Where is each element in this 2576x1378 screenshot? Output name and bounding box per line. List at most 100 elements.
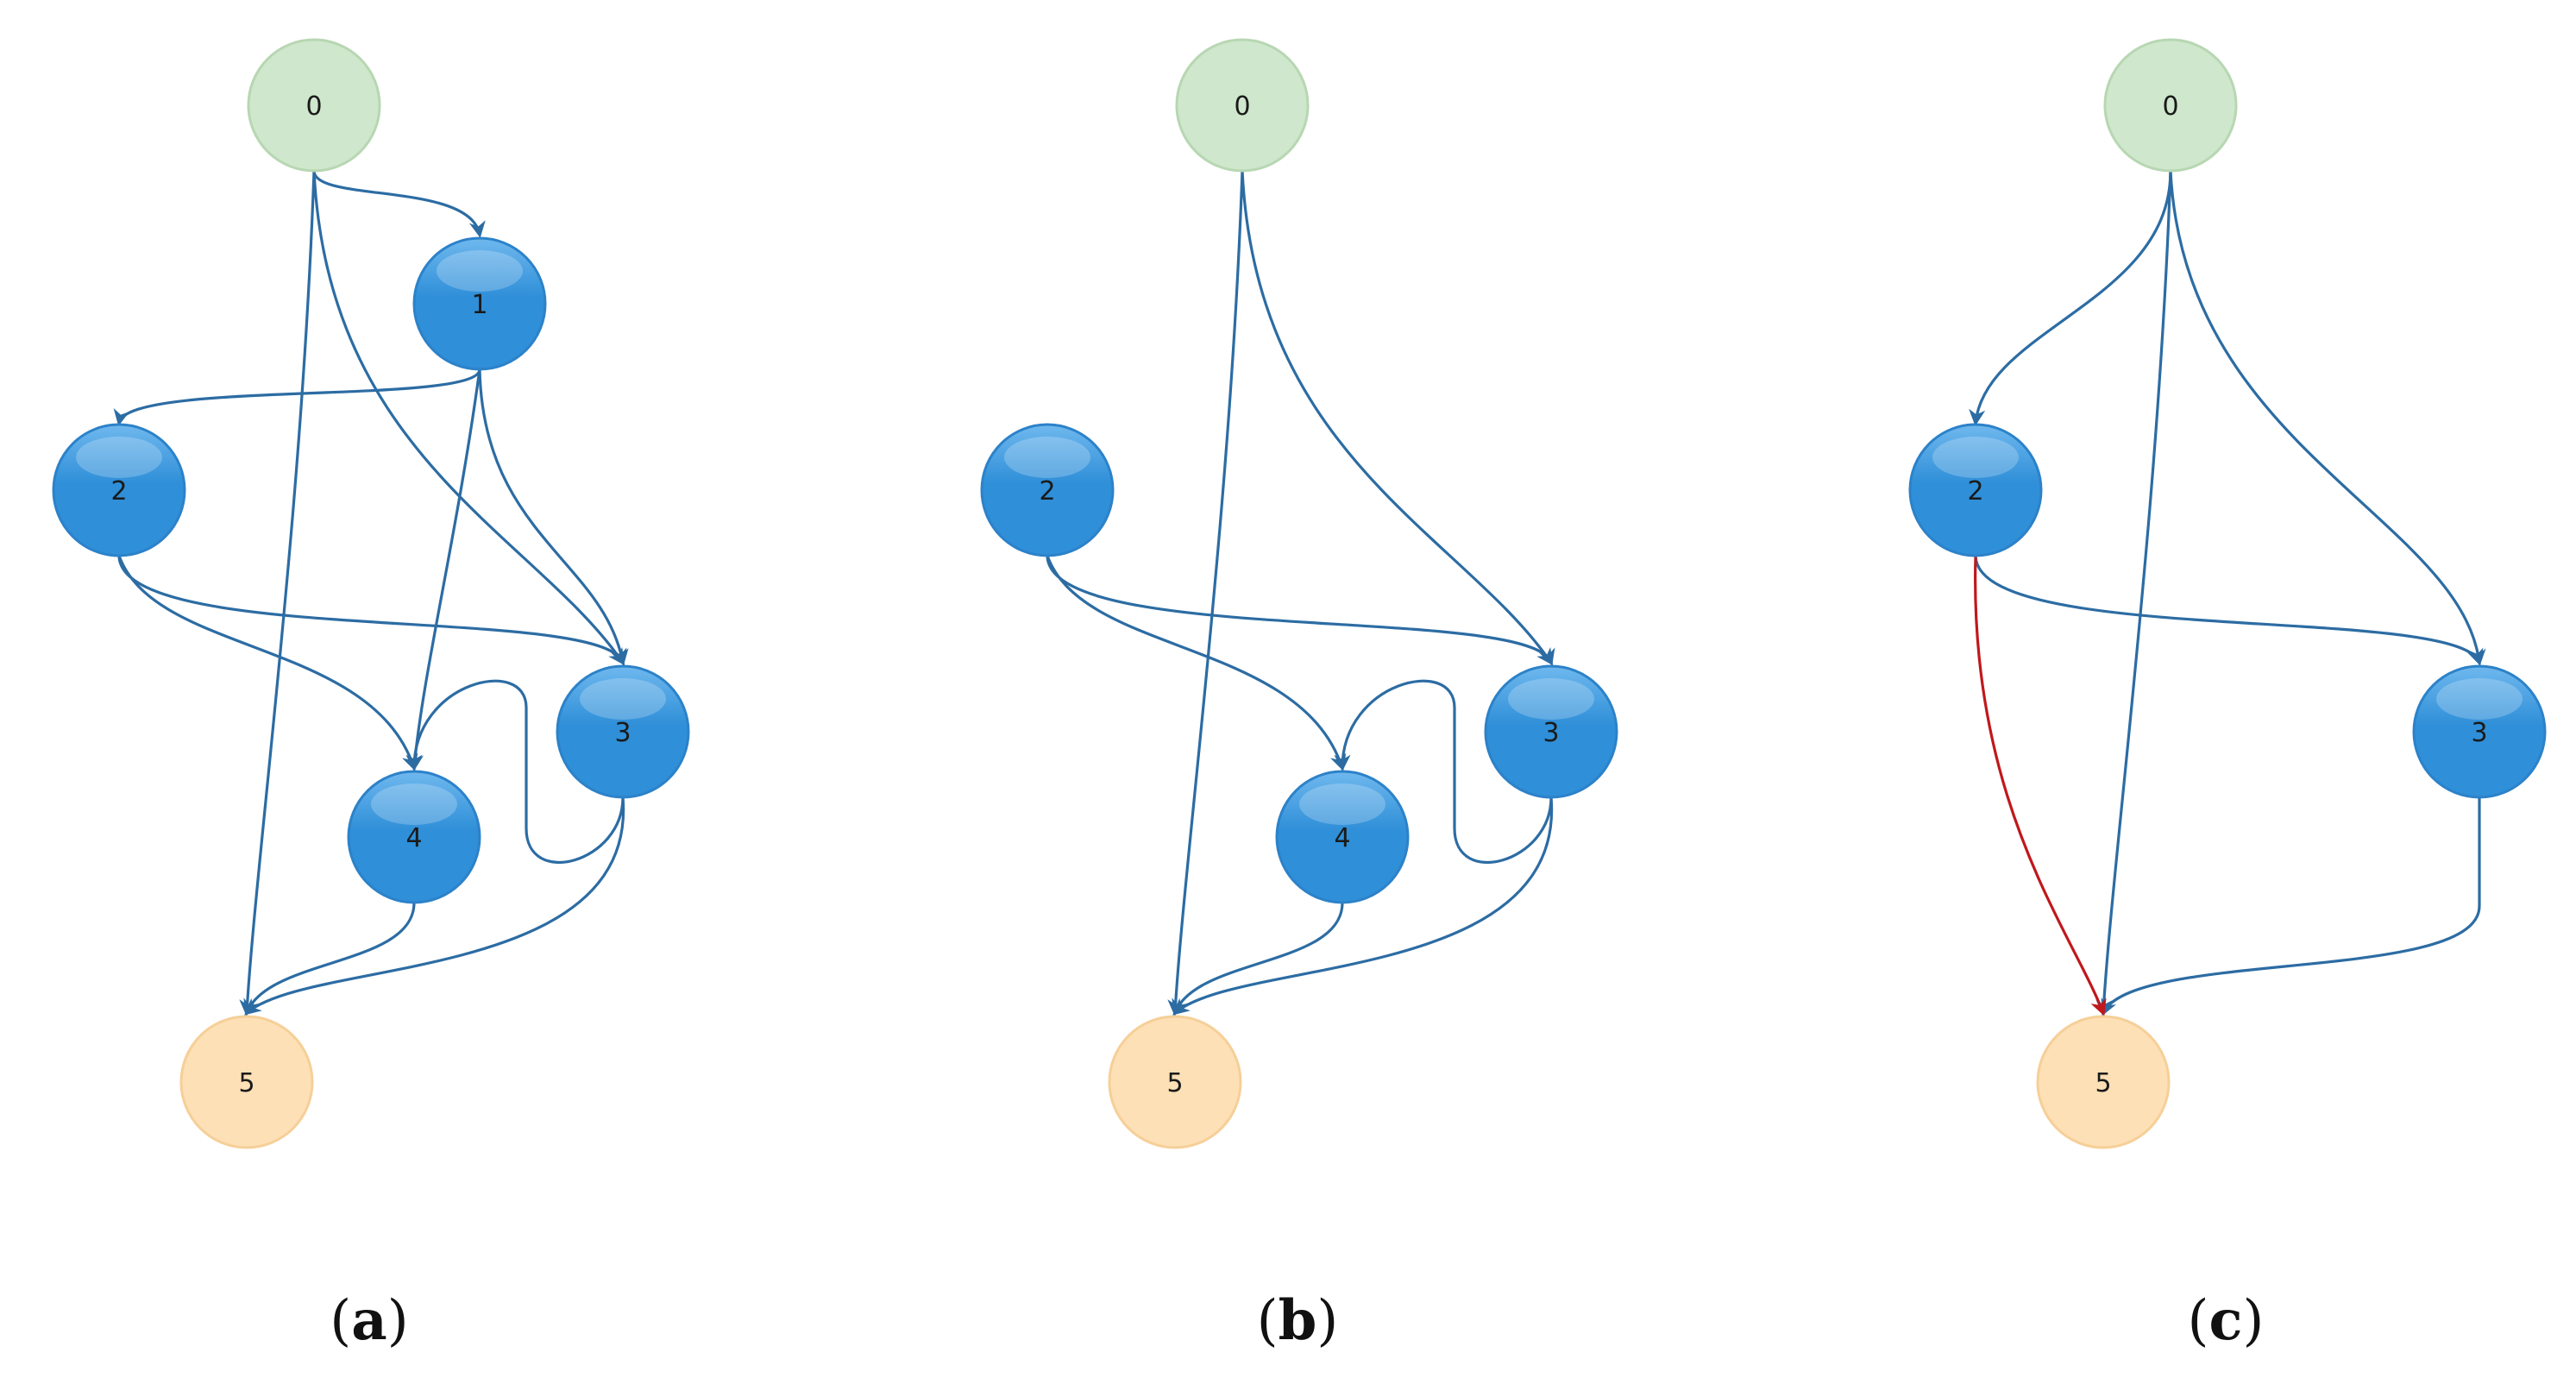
- edge-4-5: [243, 901, 416, 1016]
- edge-2-5-highlighted: [1974, 554, 2107, 1016]
- edge-0-5: [2095, 169, 2172, 1016]
- edge-1-3: [478, 368, 629, 666]
- caption-open-paren: (: [330, 1289, 351, 1353]
- node-circle: [347, 770, 481, 904]
- node-circle: [247, 38, 381, 173]
- panel-c: 0 2 3 5 (c): [1908, 38, 2547, 1353]
- caption-open-paren: (: [2188, 1289, 2209, 1353]
- node-circle: [52, 423, 186, 557]
- node-gloss: [1299, 783, 1385, 825]
- node-gloss: [1508, 678, 1594, 720]
- node-0: 0: [2103, 38, 2238, 173]
- caption-close-paren: ): [1316, 1289, 1338, 1353]
- node-3: 3: [2412, 664, 2547, 799]
- node-circle: [1175, 38, 1310, 173]
- node-label: 5: [1166, 1068, 1183, 1098]
- node-label: 0: [2162, 91, 2178, 122]
- edge-0-3: [2169, 169, 2486, 666]
- node-gloss: [1004, 437, 1090, 478]
- edge-2-4: [1046, 554, 1347, 771]
- edge-3-5: [244, 796, 625, 1016]
- node-label: 2: [1039, 476, 1055, 507]
- edge-2-3: [117, 554, 627, 666]
- edges-c: [1969, 169, 2486, 1016]
- caption-letter: b: [1279, 1288, 1317, 1353]
- edge-0-3: [1241, 169, 1554, 666]
- edges-a: [113, 169, 629, 1016]
- node-label: 1: [471, 290, 487, 320]
- panel-caption: (c): [2188, 1288, 2265, 1353]
- edge-1-2: [113, 368, 481, 426]
- nodes-b: 0 2 3 4 5: [980, 38, 1618, 1149]
- panel-caption: (a): [330, 1288, 408, 1353]
- node-circle: [2103, 38, 2238, 173]
- node-gloss: [1932, 437, 2019, 478]
- edge-4-5: [1172, 901, 1344, 1016]
- node-circle: [1275, 770, 1410, 904]
- nodes-c: 0 2 3 5: [1908, 38, 2547, 1149]
- node-label: 3: [1542, 718, 1559, 748]
- edge-1-4: [406, 368, 481, 771]
- edge-2-4: [117, 554, 418, 771]
- node-label: 0: [1234, 91, 1250, 122]
- node-5: 5: [179, 1015, 314, 1149]
- edge-2-3: [1046, 554, 1555, 666]
- node-gloss: [580, 678, 666, 720]
- node-circle: [412, 236, 547, 371]
- node-label: 4: [405, 823, 422, 853]
- node-label: 5: [238, 1068, 254, 1098]
- node-0: 0: [1175, 38, 1310, 173]
- node-circle: [179, 1015, 314, 1149]
- edges-b: [1046, 169, 1555, 1016]
- caption-close-paren: ): [2242, 1289, 2264, 1353]
- node-label: 2: [110, 476, 127, 507]
- node-gloss: [76, 437, 162, 478]
- node-gloss: [371, 783, 457, 825]
- node-5: 5: [2036, 1015, 2171, 1149]
- caption-open-paren: (: [1257, 1289, 1279, 1353]
- node-0: 0: [247, 38, 381, 173]
- edge-0-2: [1969, 169, 2172, 426]
- node-label: 0: [305, 91, 322, 122]
- caption-letter: c: [2209, 1288, 2243, 1353]
- edge-3-4: [1334, 679, 1553, 864]
- node-2: 2: [52, 423, 186, 557]
- node-circle: [2412, 664, 2547, 799]
- caption-letter: a: [351, 1288, 386, 1353]
- node-label: 3: [614, 718, 631, 748]
- node-circle: [980, 423, 1115, 557]
- node-gloss: [437, 250, 523, 292]
- panel-a: 0 1 2 3 4 5 (a): [52, 38, 690, 1353]
- edge-3-5: [1172, 796, 1553, 1016]
- node-circle: [556, 664, 690, 799]
- node-label: 4: [1334, 823, 1350, 853]
- edge-0-3: [312, 169, 625, 666]
- node-4: 4: [1275, 770, 1410, 904]
- node-circle: [2036, 1015, 2171, 1149]
- edge-0-5: [239, 169, 316, 1016]
- panel-caption: (b): [1257, 1288, 1339, 1353]
- node-4: 4: [347, 770, 481, 904]
- edge-3-5: [2101, 796, 2481, 1016]
- node-circle: [1484, 664, 1618, 799]
- node-5: 5: [1108, 1015, 1242, 1149]
- node-label: 3: [2471, 718, 2487, 748]
- node-1: 1: [412, 236, 547, 371]
- caption-close-paren: ): [387, 1289, 409, 1353]
- node-label: 5: [2095, 1068, 2111, 1098]
- node-2: 2: [1908, 423, 2043, 557]
- node-gloss: [2436, 678, 2523, 720]
- edge-3-4: [405, 679, 625, 864]
- node-circle: [1108, 1015, 1242, 1149]
- panel-b: 0 2 3 4 5 (b): [980, 38, 1618, 1353]
- edge-0-1: [312, 169, 486, 238]
- node-3: 3: [556, 664, 690, 799]
- edge-0-5: [1167, 169, 1244, 1016]
- node-2: 2: [980, 423, 1115, 557]
- edge-2-3: [1974, 554, 2484, 666]
- node-circle: [1908, 423, 2043, 557]
- node-3: 3: [1484, 664, 1618, 799]
- nodes-a: 0 1 2 3 4 5: [52, 38, 690, 1149]
- node-label: 2: [1967, 476, 1983, 507]
